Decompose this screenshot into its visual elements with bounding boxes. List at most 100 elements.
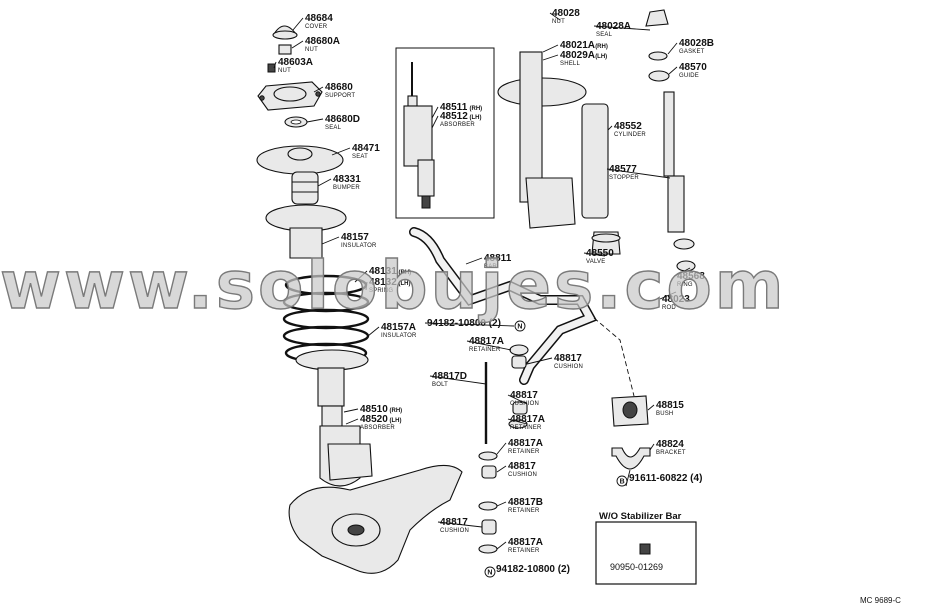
bush-bracket	[593, 317, 651, 487]
callout-part-number: 48157	[341, 232, 369, 243]
symbol-n-marker	[514, 320, 526, 332]
callout-part-number: 48684	[305, 13, 333, 24]
callout-part-number: 48028A	[596, 21, 631, 32]
callout-part-name: SEAL	[325, 125, 342, 131]
watermark-text: www.solobujes.com	[0, 247, 787, 324]
seat-hub	[287, 147, 313, 161]
callout-part-name: BUSH	[656, 411, 673, 417]
leader-line	[367, 326, 380, 337]
link-stack	[478, 344, 529, 554]
leader-line	[313, 86, 324, 93]
leader-line	[354, 270, 368, 283]
callout-part-name: NUT	[552, 19, 565, 25]
callout-part-name: RETAINER	[469, 347, 501, 353]
support-stud-2	[315, 91, 321, 97]
cartridge-lower	[417, 159, 435, 197]
leader-line	[321, 236, 340, 245]
stabilizer-bar	[409, 227, 598, 385]
leader-line	[273, 61, 277, 69]
callout-part-number: 48520	[360, 414, 388, 425]
leader-line	[542, 54, 559, 61]
cartridge-body	[403, 105, 433, 167]
leader-line	[549, 12, 561, 21]
callout-part-number: 48471	[352, 143, 380, 154]
nut-part	[278, 44, 292, 55]
symbol-b-marker	[616, 475, 628, 487]
leader-line	[496, 541, 507, 550]
inset-nut	[639, 543, 651, 555]
leader-line	[292, 17, 304, 31]
inset-title: W/O Stabilizer Bar	[599, 511, 682, 522]
callout-part-name: CUSHION	[554, 364, 583, 370]
cushion-mid	[512, 401, 528, 415]
callout-part-number: 91611-60822 (4)	[629, 473, 702, 484]
callout-part-name: INSULATOR	[341, 243, 377, 249]
leader-line	[659, 291, 677, 300]
symbol-n-marker-2	[484, 566, 496, 578]
callout-part-number: 48570	[679, 62, 707, 73]
cushion-bottom	[481, 519, 497, 535]
callout-part-name: SUPPORT	[325, 93, 355, 99]
leader-line	[429, 375, 487, 385]
callout-part-name: NUT	[305, 47, 318, 53]
callout-part-number: 48331	[333, 174, 361, 185]
cylinder-part	[581, 103, 609, 219]
callout-side-suffix: (RH)	[399, 270, 412, 276]
bracket-part	[611, 447, 651, 470]
leader-line	[291, 40, 304, 49]
cartridge-nut	[407, 95, 418, 107]
callout-part-name: BAR	[484, 264, 497, 270]
callout-part-number: 48680A	[305, 36, 340, 47]
leader-line	[496, 465, 507, 473]
callout-side-suffix: (LH)	[595, 54, 607, 60]
leader-line	[317, 178, 332, 187]
callout-part-number: 48023	[662, 294, 690, 305]
symbol-b-label: B	[620, 479, 625, 486]
callout-part-number: 48817D	[432, 371, 467, 382]
leader-lines	[273, 12, 691, 550]
leader-line	[647, 404, 655, 411]
callout-part-name: RING	[677, 282, 693, 288]
callout-part-number: 48512	[440, 111, 468, 122]
retainer-bottom	[478, 544, 498, 554]
callout-part-number: 48603A	[278, 57, 313, 68]
callout-side-suffix: (RH)	[390, 408, 403, 414]
retainer-top	[509, 344, 529, 356]
leader-line	[507, 418, 528, 425]
insulator-sleeve	[289, 227, 323, 259]
callout-part-name: CUSHION	[508, 472, 537, 478]
callout-part-number: 48577	[609, 164, 637, 175]
callout-part-number: 48817	[554, 353, 582, 364]
leader-line	[437, 521, 483, 528]
ring-part	[676, 260, 696, 272]
leader-line	[542, 44, 559, 53]
cartridge-end	[421, 195, 431, 209]
leader-line	[431, 115, 439, 129]
callout-part-name: NUT	[278, 68, 291, 74]
callout-part-name: GUIDE	[679, 73, 699, 79]
leader-line	[465, 257, 483, 265]
callout-part-name: SPRING	[369, 288, 393, 294]
callout-part-name: BUMPER	[333, 185, 360, 191]
callout-part-number: 94182-10800 (2)	[496, 564, 570, 575]
callout-part-number: 48815	[656, 400, 684, 411]
cushion-top	[511, 355, 527, 369]
support-center	[273, 86, 307, 102]
leader-line	[649, 443, 655, 451]
callout-part-name: SEAT	[352, 154, 368, 160]
leader-line	[496, 501, 507, 507]
callout-part-number: 48811	[484, 253, 512, 264]
leader-line	[345, 418, 359, 425]
callout-part-number: 48817A	[508, 537, 543, 548]
leader-line	[496, 442, 507, 455]
leader-line	[343, 408, 359, 413]
steering-knuckle	[288, 464, 463, 574]
callout-part-name: RETAINER	[508, 548, 540, 554]
callout-part-name: ABSORBER	[360, 425, 395, 431]
callout-part-number: 48028B	[679, 38, 714, 49]
cushion-lower	[481, 465, 497, 479]
callout-part-number: 48510	[360, 404, 388, 415]
callout-labels: 48684COVER48680ANUT48603ANUT48680SUPPORT…	[278, 8, 714, 575]
callout-side-suffix: (LH)	[390, 418, 402, 424]
inset-part-number: 90950-01269	[610, 562, 663, 572]
